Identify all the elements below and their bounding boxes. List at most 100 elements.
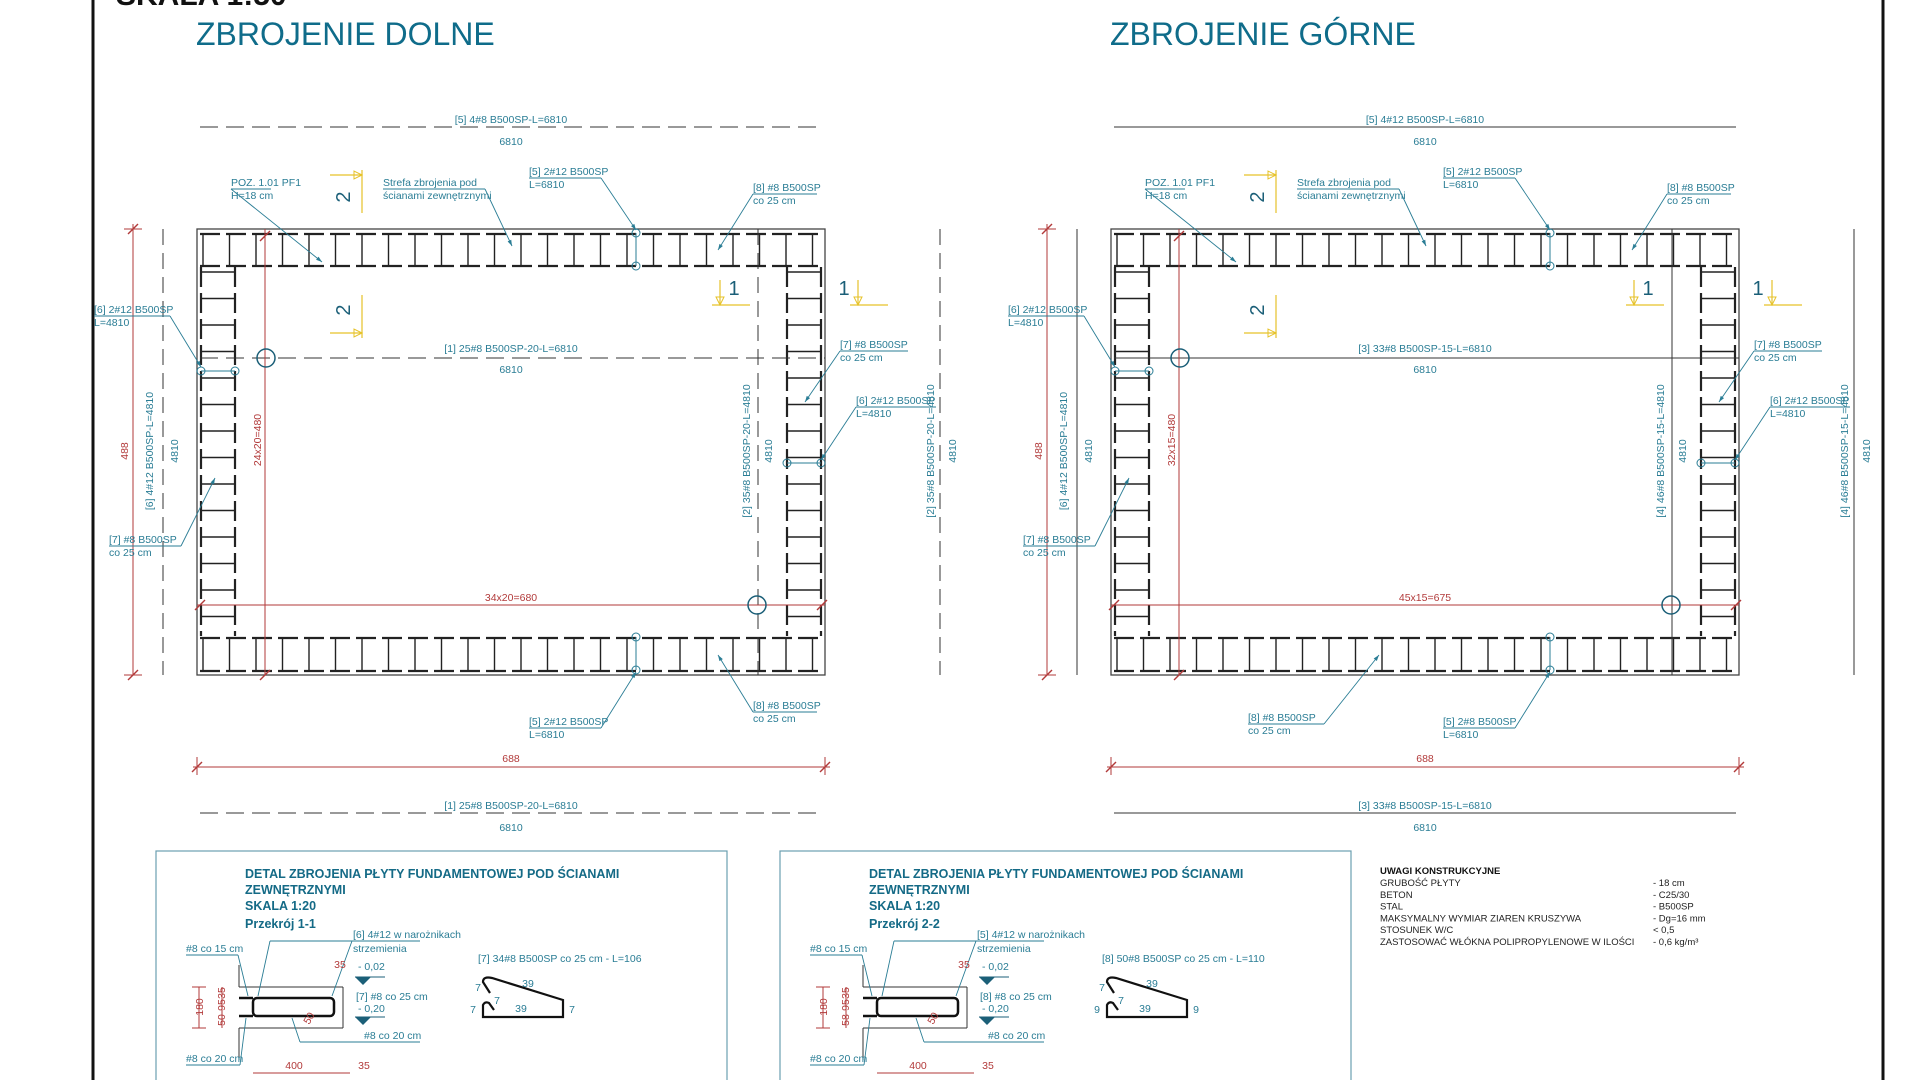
bar-bending-shape	[481, 976, 565, 1019]
top-bar-length: 6810	[499, 136, 523, 148]
label-bottom-b5: [5] 2#8 B500SP	[1443, 716, 1517, 728]
outer-vertical-bar-label: [4] 46#8 B500SP-15-L=4810	[1839, 384, 1851, 518]
corner-bar-icon	[230, 366, 240, 376]
note-label: ZASTOSOWAĆ WŁÓKNA POLIPROPYLENOWE W ILOŚ…	[1380, 936, 1634, 948]
leader-arrow-icon	[1544, 223, 1550, 230]
dimension-tick	[259, 669, 271, 681]
bottom-bar-label: [3] 33#8 B500SP-15-L=6810	[1358, 800, 1492, 812]
shape-label: [7] 34#8 B500SP co 25 cm - L=106	[478, 953, 642, 965]
detail-frame	[155, 850, 728, 1080]
dimension-tick	[1173, 230, 1185, 242]
label-left-b7: [7] #8 B500SP	[1023, 534, 1091, 546]
left-vertical-bar-label: [6] 4#12 B500SP-L=4810	[144, 392, 156, 510]
label-bottom-b8-detail: co 25 cm	[753, 713, 796, 725]
corner-bars-label-cont: strzemienia	[977, 943, 1031, 955]
inner-vertical-bar-label: [2] 35#8 B500SP-20-L=4810	[741, 384, 753, 518]
corner-bar-icon	[631, 228, 641, 238]
left-vertical-bar-length: 4810	[1083, 439, 1095, 463]
leader-line	[1083, 315, 1116, 368]
label-right-b7: [7] #8 B500SP	[840, 339, 908, 351]
dimension-tick	[816, 599, 828, 611]
label-left-b7-detail: co 25 cm	[1023, 547, 1066, 559]
bar-start-circle-icon	[747, 595, 767, 615]
plan-title: ZBROJENIE GÓRNE	[1110, 16, 1416, 52]
dimension-total: 180	[194, 998, 206, 1016]
label-right-b6: [6] 2#12 B500SP	[856, 395, 935, 407]
label-poz: POZ. 1.01 PF1	[231, 177, 301, 189]
slab-outline	[1110, 228, 1740, 676]
plan-bottom-reinforcement: ZBROJENIE DOLNE[5] 4#8 B500SP-L=68106810…	[94, 16, 959, 834]
dimension-width: 400	[285, 1060, 303, 1072]
bottom-right-label: #8 co 20 cm	[988, 1030, 1045, 1042]
leader-line	[820, 406, 857, 461]
dimension-cover: 50	[925, 1010, 941, 1026]
top-left-label: #8 co 15 cm	[186, 943, 243, 955]
stirrup-bands	[1113, 232, 1737, 673]
detail-title: DETAL ZBROJENIA PŁYTY FUNDAMENTOWEJ POD …	[245, 866, 619, 881]
section-mark-2: 2	[333, 304, 355, 315]
detail-scale: SKALA 1:20	[245, 899, 316, 913]
leader-line	[239, 1017, 247, 1066]
inner-vertical-bar-label: [4] 46#8 B500SP-15-L=4810	[1655, 384, 1667, 518]
leader-arrow-icon	[805, 395, 811, 402]
leader-arrow-icon	[507, 239, 512, 246]
leader-line	[1144, 188, 1237, 263]
label-bottom-b5-detail: L=6810	[1443, 729, 1478, 741]
leader-line	[915, 1017, 925, 1043]
top-bar-label: [5] 4#12 B500SP-L=6810	[1366, 114, 1484, 126]
label-poz: POZ. 1.01 PF1	[1145, 177, 1215, 189]
top-bar-length: 6810	[1413, 136, 1437, 148]
section-arrow-icon	[715, 296, 725, 307]
leader-line	[1323, 654, 1380, 725]
section-arrow-icon	[853, 296, 863, 307]
leader-arrow-icon	[210, 478, 215, 485]
leader-arrow-icon	[1735, 453, 1740, 460]
label-bottom-b5: [5] 2#12 B500SP	[529, 716, 608, 728]
leader-arrow-icon	[718, 243, 723, 250]
left-vertical-bar-length: 4810	[169, 439, 181, 463]
label-top-b5: [5] 2#12 B500SP	[529, 166, 608, 178]
dimension-total: 180	[818, 998, 830, 1016]
stirrup-bands	[199, 232, 823, 673]
plan-top-reinforcement: ZBROJENIE GÓRNE [5] 4#12 B500SP-L=6810 681…	[1008, 16, 1873, 834]
stirrup-shape	[251, 996, 336, 1018]
dimension-height: 488	[119, 442, 131, 460]
shape-dim-top: 39	[1146, 978, 1158, 990]
top-left-label: #8 co 15 cm	[810, 943, 867, 955]
leader-line	[291, 1017, 301, 1043]
leader-line	[863, 1017, 871, 1066]
bottom-bar-label: [1] 25#8 B500SP-20-L=6810	[444, 800, 578, 812]
note-label: GRUBOŚĆ PŁYTY	[1380, 877, 1461, 889]
dimension-tick	[1733, 761, 1745, 773]
corner-bar-icon	[631, 261, 641, 271]
leader-arrow-icon	[1719, 395, 1725, 402]
stirrup-label: [7] #8 co 25 cm	[356, 991, 428, 1003]
corner-bar-icon	[1545, 228, 1555, 238]
dimension-edge: 35	[358, 1060, 370, 1072]
leader-arrow-icon	[1421, 239, 1426, 246]
leader-arrow-icon	[1632, 243, 1637, 250]
label-right-b7-detail: co 25 cm	[1754, 352, 1797, 364]
leader-arrow-icon	[821, 453, 826, 460]
corner-bars-label-cont: strzemienia	[353, 943, 407, 955]
outer-vertical-bar-label: [2] 35#8 B500SP-20-L=4810	[925, 384, 937, 518]
inner-vertical-bar-length: 4810	[1677, 439, 1689, 463]
shape-label: [8] 50#8 B500SP co 25 cm - L=110	[1102, 953, 1265, 965]
section-arrow-icon	[1629, 296, 1639, 307]
corner-bar-icon	[1144, 366, 1154, 376]
label-bottom-b5-detail: L=6810	[529, 729, 564, 741]
label-top-b8: [8] #8 B500SP	[1667, 182, 1735, 194]
section-arrow-icon	[1267, 328, 1278, 338]
dimension-top-cover: 35	[958, 959, 970, 971]
shape-dim-hook-top: 7	[1099, 982, 1105, 994]
leader-arrow-icon	[631, 672, 636, 679]
leader-arrow-icon	[196, 360, 201, 367]
label-left-b6: [6] 2#12 B500SP	[94, 304, 173, 316]
shape-dim-right: 9	[1193, 1004, 1199, 1016]
shape-dim-bottom: 39	[1139, 1003, 1151, 1015]
leader-arrow-icon	[1545, 672, 1550, 679]
leader-line	[955, 940, 977, 997]
section-arrow-icon	[353, 328, 364, 338]
section-arrow-icon	[1267, 170, 1278, 180]
